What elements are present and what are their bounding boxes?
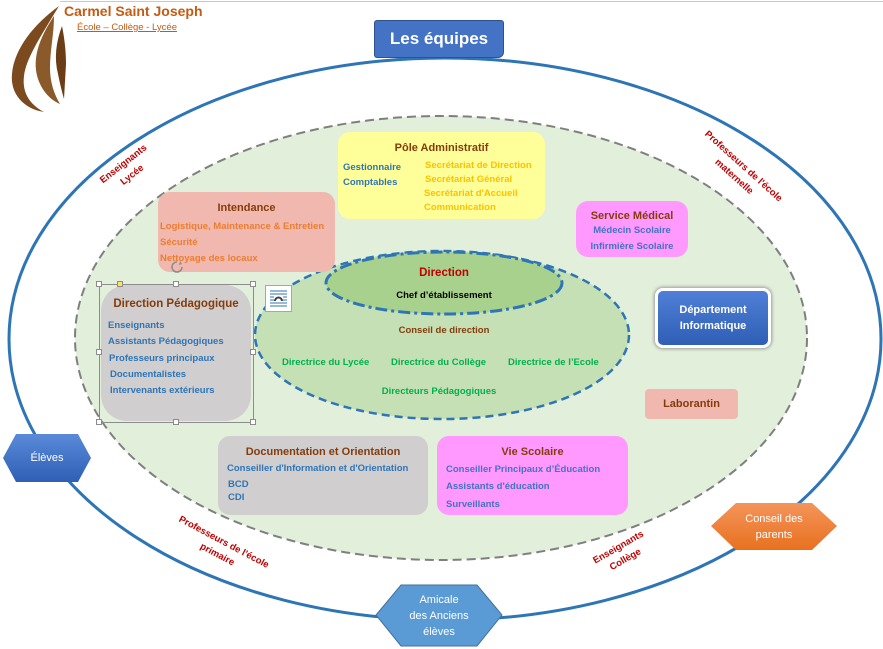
resize-handle[interactable] (96, 419, 102, 425)
adjust-handle[interactable] (117, 281, 123, 287)
box-title: Vie Scolaire (501, 446, 564, 458)
laborantin-box[interactable]: Laborantin (645, 389, 738, 419)
list-item: Secrétariat Général (425, 174, 513, 185)
hex-label-line: des Anciens (409, 609, 469, 622)
resize-handle[interactable] (96, 349, 102, 355)
box-title: Documentation et Orientation (245, 446, 401, 458)
list-item: Intervenants extérieurs (110, 385, 215, 396)
list-item: Documentalistes (110, 369, 187, 380)
hex-label-line: Conseil des (745, 512, 803, 525)
hex-label-line: élèves (423, 625, 455, 638)
list-item: CDI (228, 492, 245, 503)
conseil-parents-hexagon[interactable]: Conseil des parents (710, 502, 838, 551)
list-item: Logistique, Maintenance & Entretien (160, 221, 325, 232)
list-item: Secrétariat de Direction (425, 160, 532, 171)
selection-frame (99, 284, 254, 423)
directrice-lycee: Directrice du Lycée (282, 357, 370, 368)
box-title: Pôle Administratif (394, 142, 489, 154)
hex-label-line: parents (755, 528, 793, 541)
resize-handle[interactable] (173, 419, 179, 425)
direction-pedagogique-box[interactable]: Direction Pédagogique Enseignants Assist… (101, 285, 251, 421)
amicale-hexagon[interactable]: Amicale des Anciens élèves (375, 584, 503, 647)
direction-ellipse (324, 250, 564, 316)
box-title: Intendance (217, 202, 276, 214)
departement-informatique-button[interactable]: Département Informatique (655, 288, 771, 348)
list-item: Conseiller Principaux d’Éducation (446, 464, 601, 475)
conseil-direction: Conseil de direction (398, 325, 490, 336)
les-equipes-button[interactable]: Les équipes (374, 20, 504, 58)
list-item: Secrétariat d'Accueil (424, 188, 518, 199)
intendance-box[interactable]: Intendance Logistique, Maintenance & Ent… (158, 192, 335, 272)
box-title: Service Médical (590, 210, 674, 222)
chef-etablissement: Chef d’établissement (396, 290, 492, 301)
documentation-orientation-box[interactable]: Documentation et Orientation Conseiller … (218, 436, 428, 515)
eleves-label: Élèves (30, 452, 64, 464)
resize-handle[interactable] (173, 281, 179, 287)
list-item: Assistants d'éducation (446, 481, 550, 492)
resize-handle[interactable] (96, 281, 102, 287)
vie-scolaire-box[interactable]: Vie Scolaire Conseiller Principaux d’Édu… (437, 436, 628, 515)
eleves-hexagon[interactable]: Élèves (2, 433, 92, 483)
school-name: Carmel Saint Joseph (64, 3, 203, 19)
directrice-college: Directrice du Collège (391, 357, 487, 368)
dept-label-line: Département (679, 304, 747, 316)
list-item: Surveillants (446, 499, 500, 510)
resize-handle[interactable] (250, 281, 256, 287)
list-item: Professeurs principaux (109, 353, 215, 364)
carmel-logo-icon (11, 6, 66, 112)
list-item: BCD (228, 479, 249, 490)
list-item: Communication (424, 202, 496, 213)
hex-label-line: Amicale (419, 593, 459, 606)
service-medical-box[interactable]: Service Médical Médecin Scolaire Infirmi… (576, 201, 688, 257)
school-levels-link[interactable]: École – Collège - Lycée (77, 22, 177, 33)
resize-handle[interactable] (250, 419, 256, 425)
directeurs-pedagogiques: Directeurs Pédagogiques (381, 386, 497, 397)
list-item: Nettoyage des locaux (160, 253, 258, 264)
list-item: Assistants Pédagogiques (108, 336, 224, 347)
layout-options-icon[interactable] (265, 285, 292, 312)
resize-handle[interactable] (250, 349, 256, 355)
rotate-handle-icon[interactable] (170, 260, 184, 274)
top-border-line (60, 1, 883, 2)
box-title: Direction Pédagogique (113, 298, 239, 310)
direction-title: Direction (419, 267, 469, 279)
dept-label-line: Informatique (679, 320, 747, 332)
list-item: Comptables (343, 177, 398, 188)
list-item: Conseiller d'Information et d'Orientatio… (227, 463, 409, 474)
list-item: Gestionnaire (343, 162, 402, 173)
directrice-ecole: Directrice de l’Ecole (508, 357, 599, 368)
list-item: Médecin Scolaire (593, 225, 671, 236)
list-item: Enseignants (108, 320, 165, 331)
list-item: Sécurité (160, 237, 198, 248)
pole-administratif-box[interactable]: Pôle Administratif Gestionnaire Comptabl… (338, 132, 545, 219)
list-item: Infirmière Scolaire (590, 241, 674, 252)
